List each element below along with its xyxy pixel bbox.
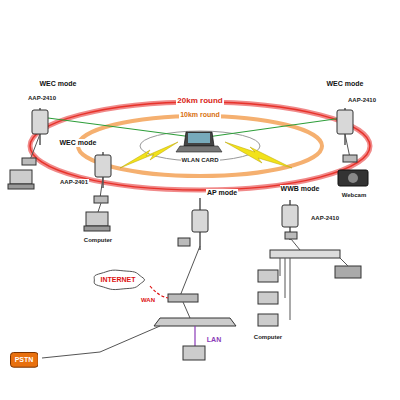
device-label: WEC mode bbox=[39, 80, 78, 88]
device-label: AAP-2401 bbox=[59, 179, 89, 186]
pstn-box: PSTN bbox=[10, 352, 39, 368]
device-label: WEC mode bbox=[59, 139, 98, 147]
ap-center bbox=[42, 198, 236, 360]
device-label: AP mode bbox=[206, 189, 238, 197]
device-label: AAP-2410 bbox=[27, 95, 57, 102]
node-text: INTERNET bbox=[101, 276, 136, 284]
device-label: AAP-2410 bbox=[347, 97, 377, 104]
range-20km bbox=[30, 102, 370, 190]
device-label: AAP-2410 bbox=[310, 215, 340, 222]
device-label: WWB mode bbox=[280, 185, 321, 193]
device-label: WEC mode bbox=[326, 80, 365, 88]
device-label: WAN bbox=[140, 297, 156, 304]
ap-top-left bbox=[8, 108, 48, 189]
device-label: Webcam bbox=[341, 192, 368, 199]
ap-left-mid bbox=[84, 152, 111, 231]
device-label: 10km round bbox=[179, 111, 221, 119]
internet-cloud: INTERNET bbox=[89, 268, 148, 292]
router bbox=[168, 294, 198, 302]
range-10km bbox=[78, 116, 322, 176]
node-text: PSTN bbox=[15, 356, 34, 364]
ap-right bbox=[258, 200, 361, 326]
device-label: Computer bbox=[253, 334, 283, 341]
device-label: 20km round bbox=[176, 97, 223, 106]
lightning bbox=[120, 142, 292, 168]
ap-top-right bbox=[337, 108, 368, 186]
laptop bbox=[176, 132, 222, 152]
range-20km-line bbox=[30, 102, 370, 190]
device-label: LAN bbox=[206, 336, 222, 344]
device-label: Computer bbox=[83, 237, 113, 244]
device-label: WLAN CARD bbox=[181, 157, 220, 164]
